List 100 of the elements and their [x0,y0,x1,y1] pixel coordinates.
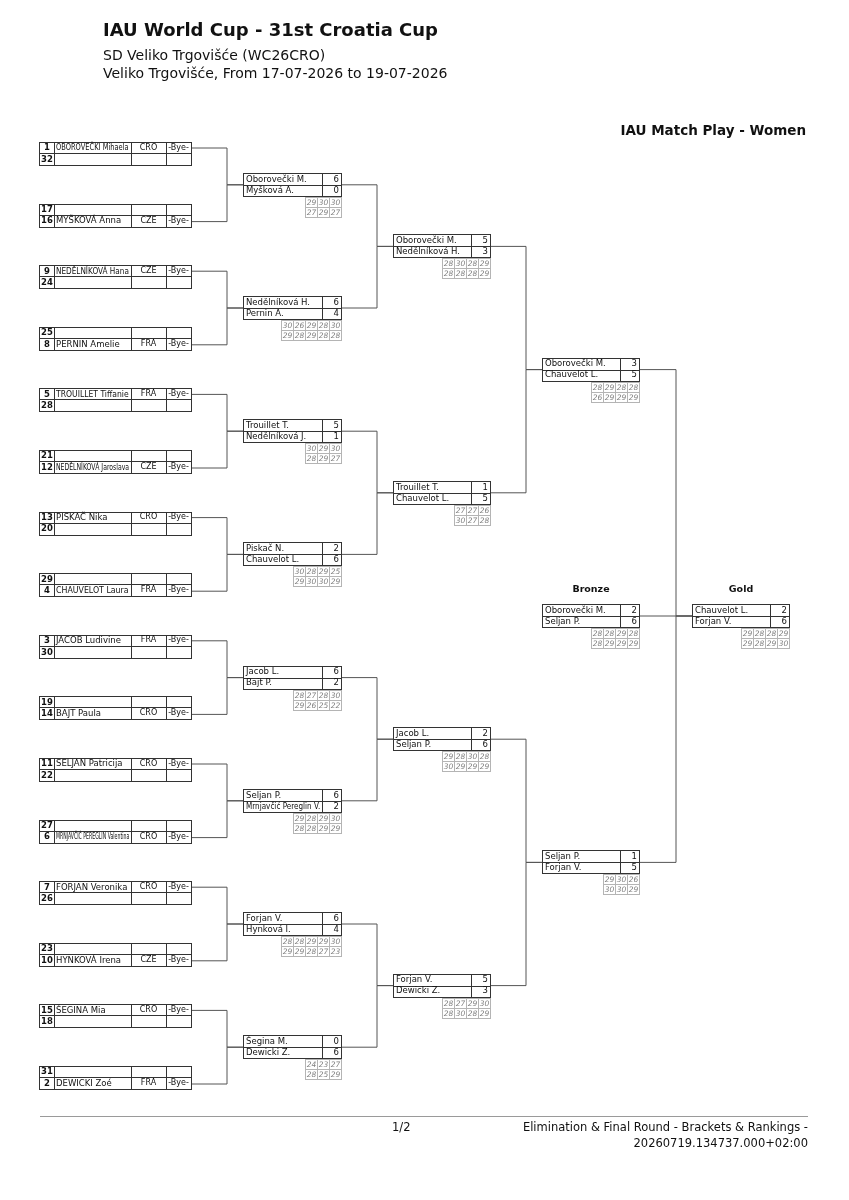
archer-name: Trouillet T. [396,482,440,492]
archer-name: TROUILLET Tiffanie [56,389,129,400]
bye-mark: -Bye- [168,266,189,276]
seed-number: 11 [41,759,53,769]
archer-name: MYŠKOVÁ Anna [56,216,122,226]
match-score: 6 [781,616,787,627]
seed-number: 7 [44,882,50,892]
archer-name: BAJT Paula [56,709,101,719]
match-score: 5 [482,493,488,503]
seed-number: 20 [41,524,53,534]
match-box [393,973,491,998]
bracket-line [191,677,244,715]
seed-number: 31 [41,1067,53,1077]
seed-number: 15 [41,1005,53,1016]
archer-name: Seljan P. [396,740,432,750]
archer-name: Jacob L. [246,667,280,677]
match-box [393,234,491,259]
bracket-line [191,307,244,346]
match-box [393,480,491,505]
bracket-entry-row [39,154,192,166]
bracket-entry-row [39,634,192,647]
bracket-entry-row [39,1016,192,1029]
seed-number: 13 [41,512,53,523]
bracket-entry-row [39,277,192,290]
seed-number: 16 [41,216,53,226]
bye-mark: -Bye- [168,709,189,719]
match-score: 4 [333,924,339,935]
country-code: CRO [139,709,158,719]
country-code: FRA [140,636,157,646]
archer-name: Oborovečki M. [545,605,606,616]
bracket-entry-row [39,585,192,598]
match-score: 0 [333,185,339,195]
seed-number: 1 [44,143,50,153]
seed-number: 5 [44,389,50,400]
bracket-entry-row [39,388,192,401]
bye-mark: -Bye- [168,463,189,472]
bye-mark: -Bye- [168,832,189,842]
archer-name: Nedělníková H. [246,297,311,308]
match-box [243,788,342,813]
country-code: FRA [140,339,157,349]
country-code: CZE [140,463,157,472]
seed-number: 4 [44,586,50,596]
seed-number: 24 [41,278,53,288]
country-code: FRA [140,390,157,399]
bye-mark: -Bye- [168,339,189,349]
country-code: CZE [140,955,157,965]
archer-name: Jacob L. [396,729,430,739]
seed-number: 29 [41,574,53,584]
match-score: 2 [333,801,339,811]
footer-text: Elimination & Final Round - Brackets & Rankings - 20260719.134737.000+02:00 [521,1119,808,1151]
page-number: 1/2 [392,1120,411,1134]
archer-name: FORJAN Veronika [56,882,128,892]
bracket-entry-row [39,1004,192,1017]
seed-number: 8 [44,339,50,349]
archer-name: Dewicki Z. [396,986,441,996]
archer-name: HYNKOVÁ Irena [56,955,122,965]
archer-name: PISKAČ Nika [56,512,108,523]
seed-number: 27 [41,820,53,831]
bracket-entry-row [39,893,192,906]
bracket-entry-row [39,819,192,832]
match-score: 1 [333,432,339,442]
match-score: 2 [781,605,787,616]
bracket-entry-row [39,326,192,339]
match-box [243,912,342,936]
archer-name: Trouillet T. [246,421,290,431]
archer-name: JACOB Ludivine [56,636,121,646]
archer-name: NEDĚLNÍKOVÁ Jaroslava [56,462,130,473]
archer-name: Myšková A. [246,185,294,195]
bye-mark: -Bye- [168,216,189,226]
match-box [393,727,491,752]
match-score: 3 [482,986,488,996]
bracket-line [191,553,244,592]
bracket-entry-row [39,573,192,586]
bye-mark: -Bye- [168,143,189,153]
bracket-line [341,492,394,555]
page-title: IAU World Cup - 31st Croatia Cup [103,19,438,41]
archer-name: Chauvelot L. [545,370,599,380]
country-code: CRO [139,1006,158,1015]
match-score: 2 [333,544,339,554]
bracket-entry-row [39,942,192,955]
match-score: 1 [631,852,637,862]
archer-name: Chauvelot L. [246,555,300,565]
country-code: CRO [139,759,158,769]
bye-mark: -Bye- [168,955,189,965]
archer-name: Forjan V. [246,913,283,924]
seed-number: 30 [41,647,53,657]
match-score: 2 [482,729,488,739]
bracket-entry-row [39,142,192,154]
bracket-entry-row [39,462,192,474]
match-score: 5 [482,975,488,985]
bracket-entry-row [39,1066,192,1078]
seed-number: 22 [41,770,53,781]
bracket-entry-row [39,770,192,782]
match-score: 5 [631,863,637,873]
country-code: CRO [139,882,158,892]
seed-number: 23 [41,944,53,954]
seed-number: 9 [44,266,50,276]
match-box [542,357,640,382]
bracket-entry-row [39,1078,192,1090]
archer-name: Chauvelot L. [695,605,749,616]
